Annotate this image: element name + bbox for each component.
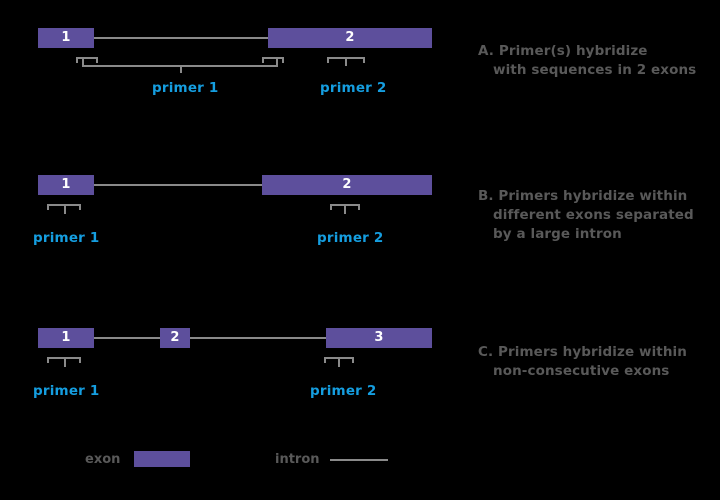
primer-bracket-tick [47,357,49,363]
exon-box: 2 [160,328,190,348]
primer-bracket-segment [76,57,98,59]
primer-bracket-tick [352,357,354,363]
primer-span-tick [82,59,84,67]
exon-box: 3 [326,328,432,348]
primer-center-tick [64,357,66,367]
primer-1-label: primer 1 [33,383,100,399]
primer-span-tick [276,59,278,67]
primer-bracket-tick [79,204,81,210]
legend-intron-line [330,459,388,461]
primer-bracket-tick [327,57,329,63]
exon-number: 2 [170,330,180,345]
caption-line: different exons separated [493,207,694,223]
legend-intron-label: intron [275,452,320,467]
exon-number: 2 [345,30,355,45]
primer-bracket-tick [358,204,360,210]
primer-2-label: primer 2 [320,80,387,96]
primer-center-tick [64,204,66,214]
primer-2-label: primer 2 [317,230,384,246]
primer-bracket-tick [76,57,78,63]
caption-line: by a large intron [493,226,622,242]
primer-bracket-tick [282,57,284,63]
caption-b: B. Primers hybridize within different ex… [478,187,694,244]
legend: exon intron [0,440,470,480]
exon-number: 1 [61,330,71,345]
panel-a: 1 2 primer 1 primer 2 [0,0,470,110]
caption-line: B. Primers hybridize within [478,188,688,204]
primer-1-label: primer 1 [152,80,219,96]
legend-exon-label: exon [85,452,121,467]
caption-line: C. Primers hybridize within [478,344,687,360]
panel-c: 1 2 3 primer 1 primer 2 [0,300,470,410]
primer-2-label: primer 2 [310,383,377,399]
intron-line [188,337,330,339]
caption-line: non-consecutive exons [493,363,670,379]
legend-exon-swatch [134,451,190,467]
primer-bracket-tick [47,204,49,210]
primer-bracket-segment [262,57,284,59]
exon-number: 1 [61,177,71,192]
exon-box: 2 [262,175,432,195]
panel-b: 1 2 primer 1 primer 2 [0,147,470,257]
intron-line [88,37,274,39]
primer-bracket-tick [96,57,98,63]
primer-bracket-tick [79,357,81,363]
exon-box: 1 [38,175,94,195]
exon-box: 1 [38,28,94,48]
primer-center-tick [345,57,347,66]
intron-line [88,337,162,339]
exon-box: 1 [38,328,94,348]
caption-line: A. Primer(s) hybridize [478,43,648,59]
caption-a: A. Primer(s) hybridize with sequences in… [478,42,696,80]
primer-bracket-tick [262,57,264,63]
primer-bracket-tick [363,57,365,63]
exon-number: 1 [61,30,71,45]
primer-center-tick [344,204,346,214]
primer-bracket-tick [324,357,326,363]
primer-center-tick [338,357,340,367]
caption-c: C. Primers hybridize within non-consecut… [478,343,687,381]
primer-center-tick [180,65,182,73]
caption-line: with sequences in 2 exons [493,62,697,78]
primer-bracket-tick [330,204,332,210]
exon-box: 2 [268,28,432,48]
primer-1-label: primer 1 [33,230,100,246]
exon-number: 3 [374,330,384,345]
intron-line [88,184,266,186]
exon-number: 2 [342,177,352,192]
